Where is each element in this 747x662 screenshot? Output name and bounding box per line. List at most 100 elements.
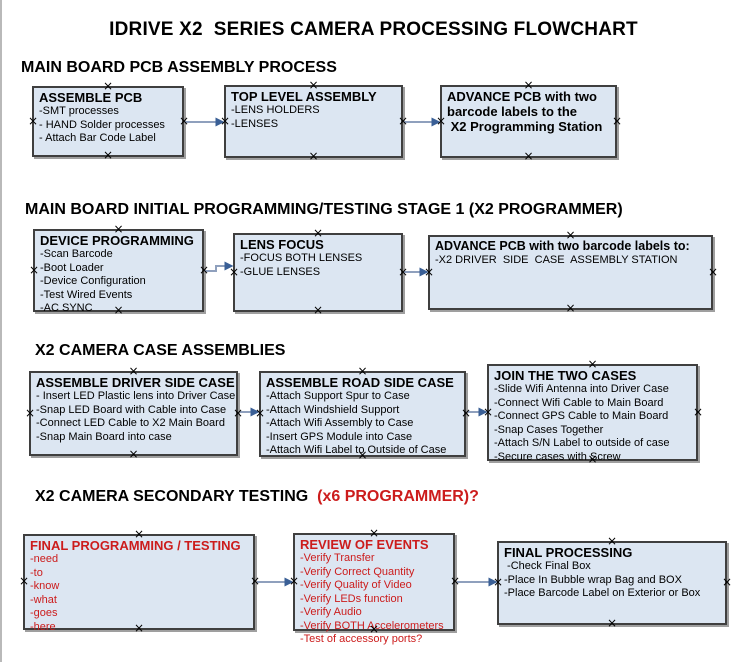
connection-handle-icon[interactable]	[358, 367, 367, 376]
connection-handle-icon[interactable]	[29, 266, 38, 275]
box-item: -Slide Wifi Antenna into Driver Case	[494, 383, 669, 395]
connection-handle-icon[interactable]	[708, 268, 717, 277]
connection-handle-icon[interactable]	[19, 577, 28, 586]
connection-handle-icon[interactable]	[524, 152, 533, 161]
box-item: -Connect Wifi Cable to Main Board	[494, 396, 664, 409]
connection-handle-icon[interactable]	[179, 117, 188, 126]
flow-box-final-processing[interactable]: FINAL PROCESSING -Check Final Box -Place…	[497, 541, 727, 625]
box-item: -Test Wired Events	[40, 288, 133, 301]
connection-handle-icon[interactable]	[129, 450, 138, 459]
connection-handle-icon[interactable]	[612, 117, 621, 126]
connection-handle-icon[interactable]	[524, 81, 533, 90]
connection-handle-icon[interactable]	[607, 537, 616, 546]
box-item: -FOCUS BOTH LENSES	[240, 252, 363, 264]
connection-handle-icon[interactable]	[398, 117, 407, 126]
connection-handle-icon[interactable]	[607, 619, 616, 628]
connection-handle-icon[interactable]	[114, 306, 123, 315]
box-item: -to	[30, 566, 43, 579]
box-item: -SMT processes	[39, 105, 119, 117]
page-edge-line	[0, 0, 2, 662]
box-title: FINAL PROCESSING	[504, 545, 633, 560]
box-title: REVIEW OF EVENTS	[300, 537, 429, 552]
box-item: -LENSES	[231, 117, 279, 130]
connection-handle-icon[interactable]	[424, 268, 433, 277]
connection-handle-icon[interactable]	[566, 304, 575, 313]
box-item: -Connect GPS Cable to Main Board	[494, 410, 669, 422]
connection-handle-icon[interactable]	[220, 117, 229, 126]
box-item: -Check Final Box	[504, 560, 591, 572]
connection-handle-icon[interactable]	[358, 451, 367, 460]
connection-handle-icon[interactable]	[483, 408, 492, 417]
flow-box-join-the-two-cases[interactable]: JOIN THE TWO CASES -Slide Wifi Antenna i…	[487, 364, 698, 464]
connection-handle-icon[interactable]	[199, 266, 208, 275]
box-title: ADVANCE PCB with two barcode labels to t…	[447, 89, 603, 134]
connection-handle-icon[interactable]	[129, 367, 138, 376]
flow-box-advance-pcb-programming-station[interactable]: ADVANCE PCB with two barcode labels to t…	[440, 85, 617, 158]
box-item: -LENS HOLDERS	[231, 104, 320, 116]
flow-box-device-programming[interactable]: DEVICE PROGRAMMING -Scan Barcode -Boot L…	[33, 229, 204, 315]
connection-handle-icon[interactable]	[28, 117, 37, 126]
flow-box-assemble-road-side-case[interactable]: ASSEMBLE ROAD SIDE CASE -Attach Support …	[259, 371, 466, 457]
connection-handle-icon[interactable]	[436, 117, 445, 126]
connection-handle-icon[interactable]	[309, 152, 318, 161]
connection-handle-icon[interactable]	[369, 625, 378, 634]
section-heading-red-part: (x6 PROGRAMMER)?	[312, 488, 479, 505]
connection-handle-icon[interactable]	[309, 81, 318, 90]
flow-box-assemble-pcb[interactable]: ASSEMBLE PCB -SMT processes - HAND Solde…	[32, 86, 184, 157]
connection-handle-icon[interactable]	[461, 409, 470, 418]
connection-handle-icon[interactable]	[369, 529, 378, 538]
box-title: ASSEMBLE PCB	[39, 90, 143, 105]
section-heading-pcb-assembly: MAIN BOARD PCB ASSEMBLY PROCESS	[21, 59, 337, 76]
box-item: - Attach Bar Code Label	[39, 132, 156, 144]
box-item: -Verify LEDs function	[300, 592, 403, 605]
section-heading-initial-programming: MAIN BOARD INITIAL PROGRAMMING/TESTING S…	[25, 201, 623, 218]
connection-handle-icon[interactable]	[250, 577, 259, 586]
box-item: -Test of accessory ports?	[300, 633, 423, 645]
box-item: - Insert LED Plastic lens into Driver Ca…	[36, 390, 236, 402]
connection-handle-icon[interactable]	[588, 455, 597, 464]
box-item: -know	[30, 580, 60, 592]
box-item: -what	[30, 593, 57, 606]
connection-handle-icon[interactable]	[229, 268, 238, 277]
flow-box-advance-pcb-driver-side[interactable]: ADVANCE PCB with two barcode labels to: …	[428, 235, 713, 310]
flow-box-assemble-driver-side-case[interactable]: ASSEMBLE DRIVER SIDE CASE - Insert LED P…	[29, 371, 238, 456]
box-item: -Verify Correct Quantity	[300, 565, 415, 578]
box-item: -Boot Loader	[40, 261, 104, 274]
box-title: TOP LEVEL ASSEMBLY	[231, 89, 377, 104]
connection-handle-icon[interactable]	[134, 530, 143, 539]
connection-handle-icon[interactable]	[588, 360, 597, 369]
connection-handle-icon[interactable]	[722, 578, 731, 587]
connection-handle-icon[interactable]	[493, 578, 502, 587]
connection-handle-icon[interactable]	[566, 231, 575, 240]
box-item: -Place Barcode Label on Exterior or Box	[504, 587, 701, 599]
connection-handle-icon[interactable]	[313, 229, 322, 238]
box-item: -Snap LED Board with Cable into Case	[36, 403, 227, 416]
flowchart-title: IDRIVE X2 SERIES CAMERA PROCESSING FLOWC…	[109, 19, 638, 40]
section-heading-black-part: X2 CAMERA SECONDARY TESTING	[35, 488, 313, 505]
box-item: -Attach Windshield Support	[266, 403, 400, 416]
connection-handle-icon[interactable]	[693, 408, 702, 417]
connection-handle-icon[interactable]	[114, 225, 123, 234]
connection-handle-icon[interactable]	[103, 82, 112, 91]
flow-box-lens-focus[interactable]: LENS FOCUS -FOCUS BOTH LENSES -GLUE LENS…	[233, 233, 403, 312]
connection-handle-icon[interactable]	[103, 151, 112, 160]
connection-handle-icon[interactable]	[255, 409, 264, 418]
connection-handle-icon[interactable]	[313, 306, 322, 315]
flow-box-top-level-assembly[interactable]: TOP LEVEL ASSEMBLY -LENS HOLDERS -LENSES	[224, 85, 403, 158]
flow-box-review-of-events[interactable]: REVIEW OF EVENTS -Verify Transfer -Verif…	[293, 533, 455, 645]
box-item: -Connect LED Cable to X2 Main Board	[36, 417, 225, 429]
connection-handle-icon[interactable]	[289, 577, 298, 586]
connection-handle-icon[interactable]	[450, 577, 459, 586]
box-title: DEVICE PROGRAMMING	[40, 233, 194, 248]
connection-handle-icon[interactable]	[398, 268, 407, 277]
connection-handle-icon[interactable]	[233, 409, 242, 418]
flow-box-final-programming-testing[interactable]: FINAL PROGRAMMING / TESTING -need -to -k…	[23, 534, 255, 633]
box-title: FINAL PROGRAMMING / TESTING	[30, 538, 241, 553]
box-item: -Snap Cases Together	[494, 423, 604, 436]
box-item: -Scan Barcode	[40, 248, 113, 260]
box-item: -Verify BOTH Accelerometers	[300, 619, 444, 632]
box-item: -Verify Quality of Video	[300, 579, 412, 591]
connection-handle-icon[interactable]	[134, 624, 143, 633]
connection-handle-icon[interactable]	[25, 409, 34, 418]
